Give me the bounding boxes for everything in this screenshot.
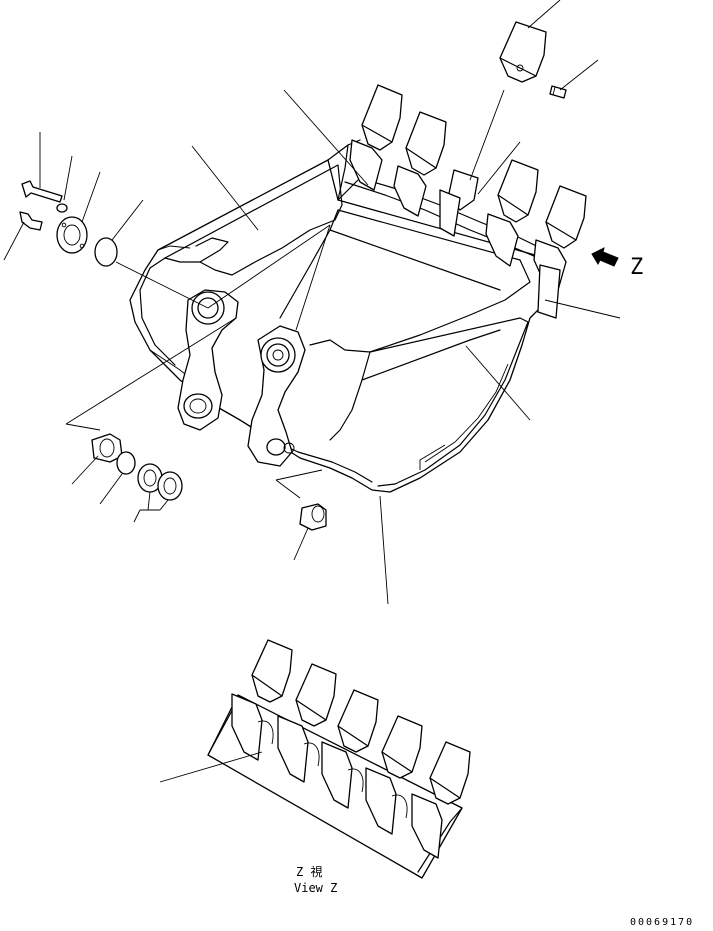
plug xyxy=(94,237,118,267)
bushing xyxy=(299,503,327,531)
view-z-detail xyxy=(159,639,471,879)
snap-ring xyxy=(116,451,136,475)
shim-2 xyxy=(157,471,183,501)
washer xyxy=(56,203,68,213)
view-label-jp: Z 視 xyxy=(296,864,322,879)
flange xyxy=(56,216,88,254)
leader-lines xyxy=(3,0,621,605)
spare-tooth xyxy=(499,21,567,99)
bucket-teeth xyxy=(349,84,587,319)
tooth-pin xyxy=(549,85,567,99)
drawing-number: 00069170 xyxy=(630,917,694,928)
mounting-brackets xyxy=(177,289,306,467)
grease-fitting xyxy=(19,211,43,231)
hardware-parts xyxy=(19,180,327,531)
view-label-en: View Z xyxy=(294,881,337,895)
view-z-arrow: Z xyxy=(591,247,643,280)
bolt xyxy=(21,180,63,203)
bucket-assembly xyxy=(129,139,561,493)
direction-label: Z xyxy=(630,255,643,280)
